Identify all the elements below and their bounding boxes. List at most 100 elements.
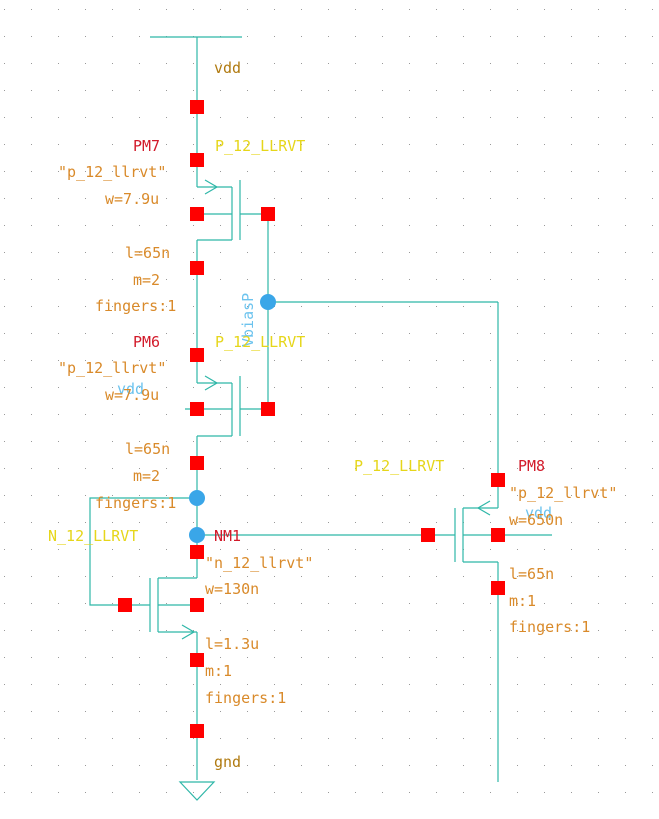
grid-dot [571, 684, 572, 685]
nm1-body-pin[interactable] [190, 598, 204, 612]
grid-dot [139, 333, 140, 334]
grid-dot [274, 576, 275, 577]
grid-dot [58, 306, 59, 307]
grid-dot [247, 711, 248, 712]
grid-dot [220, 792, 221, 793]
pm8-symbol [428, 480, 552, 588]
gate-loop-junction[interactable] [189, 490, 205, 506]
grid-dot [598, 117, 599, 118]
grid-dot [58, 225, 59, 226]
grid-dot [274, 279, 275, 280]
grid-dot [31, 468, 32, 469]
grid-dot [274, 765, 275, 766]
grid-dot [355, 9, 356, 10]
pm6-instance-name: PM6 [133, 333, 160, 351]
vbiasp-junction[interactable] [260, 294, 276, 310]
grid-dot [625, 738, 626, 739]
pm6-source-pin[interactable] [190, 348, 204, 362]
pm6-body-pin[interactable] [190, 402, 204, 416]
grid-dot [517, 198, 518, 199]
grid-dot [355, 414, 356, 415]
nm1-gate-junction[interactable] [189, 527, 205, 543]
grid-dot [58, 684, 59, 685]
grid-dot [463, 144, 464, 145]
pm7-drain-pin[interactable] [190, 261, 204, 275]
nm1-drain-pin[interactable] [190, 545, 204, 559]
grid-dot [409, 9, 410, 10]
grid-dot [58, 549, 59, 550]
grid-dot [4, 279, 5, 280]
grid-dot [220, 738, 221, 739]
grid-dot [301, 576, 302, 577]
gnd-pin[interactable] [190, 724, 204, 738]
grid-dot [166, 630, 167, 631]
grid-dot [490, 360, 491, 361]
grid-dot [625, 576, 626, 577]
grid-dot [652, 684, 653, 685]
grid-dot [436, 306, 437, 307]
grid-dot [193, 63, 194, 64]
grid-dot [436, 765, 437, 766]
grid-dot [517, 495, 518, 496]
grid-dot [139, 387, 140, 388]
grid-dot [625, 387, 626, 388]
pm8-gate-pin[interactable] [421, 528, 435, 542]
grid-dot [301, 414, 302, 415]
grid-dot [274, 549, 275, 550]
grid-dot [355, 252, 356, 253]
pm7-source-pin[interactable] [190, 153, 204, 167]
grid-dot [490, 306, 491, 307]
grid-dot [544, 468, 545, 469]
pm7-model-label: P_12_LLRVT [215, 137, 305, 155]
vdd-pin[interactable] [190, 100, 204, 114]
grid-dot [409, 468, 410, 469]
grid-dot [598, 252, 599, 253]
grid-dot [274, 117, 275, 118]
grid-dot [220, 576, 221, 577]
pm8-source-pin[interactable] [491, 473, 505, 487]
grid-dot [463, 117, 464, 118]
grid-dot [652, 414, 653, 415]
grid-dot [517, 387, 518, 388]
nm1-fingers: fingers:1 [205, 689, 286, 707]
grid-dot [328, 630, 329, 631]
pm8-model-label: P_12_LLRVT [354, 457, 444, 475]
grid-dot [193, 522, 194, 523]
pm7-gate-pin[interactable] [261, 207, 275, 221]
nm1-gate-pin[interactable] [118, 598, 132, 612]
pm8-body-pin[interactable] [491, 528, 505, 542]
grid-dot [301, 522, 302, 523]
nm1-cell-name: "n_12_llrvt" [205, 554, 313, 572]
grid-dot [220, 90, 221, 91]
grid-dot [85, 792, 86, 793]
grid-dot [58, 279, 59, 280]
pm7-instance-name: PM7 [133, 137, 160, 155]
grid-dot [517, 36, 518, 37]
grid-dot [85, 171, 86, 172]
grid-dot [463, 252, 464, 253]
grid-dot [409, 495, 410, 496]
grid-dot [112, 522, 113, 523]
pm6-gate-pin[interactable] [261, 402, 275, 416]
grid-dot [463, 333, 464, 334]
grid-dot [598, 387, 599, 388]
grid-dot [58, 387, 59, 388]
grid-dot [463, 738, 464, 739]
pm8-drain-pin[interactable] [491, 581, 505, 595]
grid-dot [328, 171, 329, 172]
grid-dot [4, 657, 5, 658]
grid-dot [274, 198, 275, 199]
pm7-body-pin[interactable] [190, 207, 204, 221]
nm1-source-pin[interactable] [190, 653, 204, 667]
pm6-drain-pin[interactable] [190, 456, 204, 470]
grid-dot [652, 333, 653, 334]
grid-dot [652, 171, 653, 172]
grid-dot [382, 603, 383, 604]
grid-dot [517, 144, 518, 145]
grid-dot [436, 657, 437, 658]
grid-dot [31, 738, 32, 739]
grid-dot [4, 63, 5, 64]
grid-dot [193, 198, 194, 199]
grid-dot [166, 279, 167, 280]
grid-dot [220, 684, 221, 685]
